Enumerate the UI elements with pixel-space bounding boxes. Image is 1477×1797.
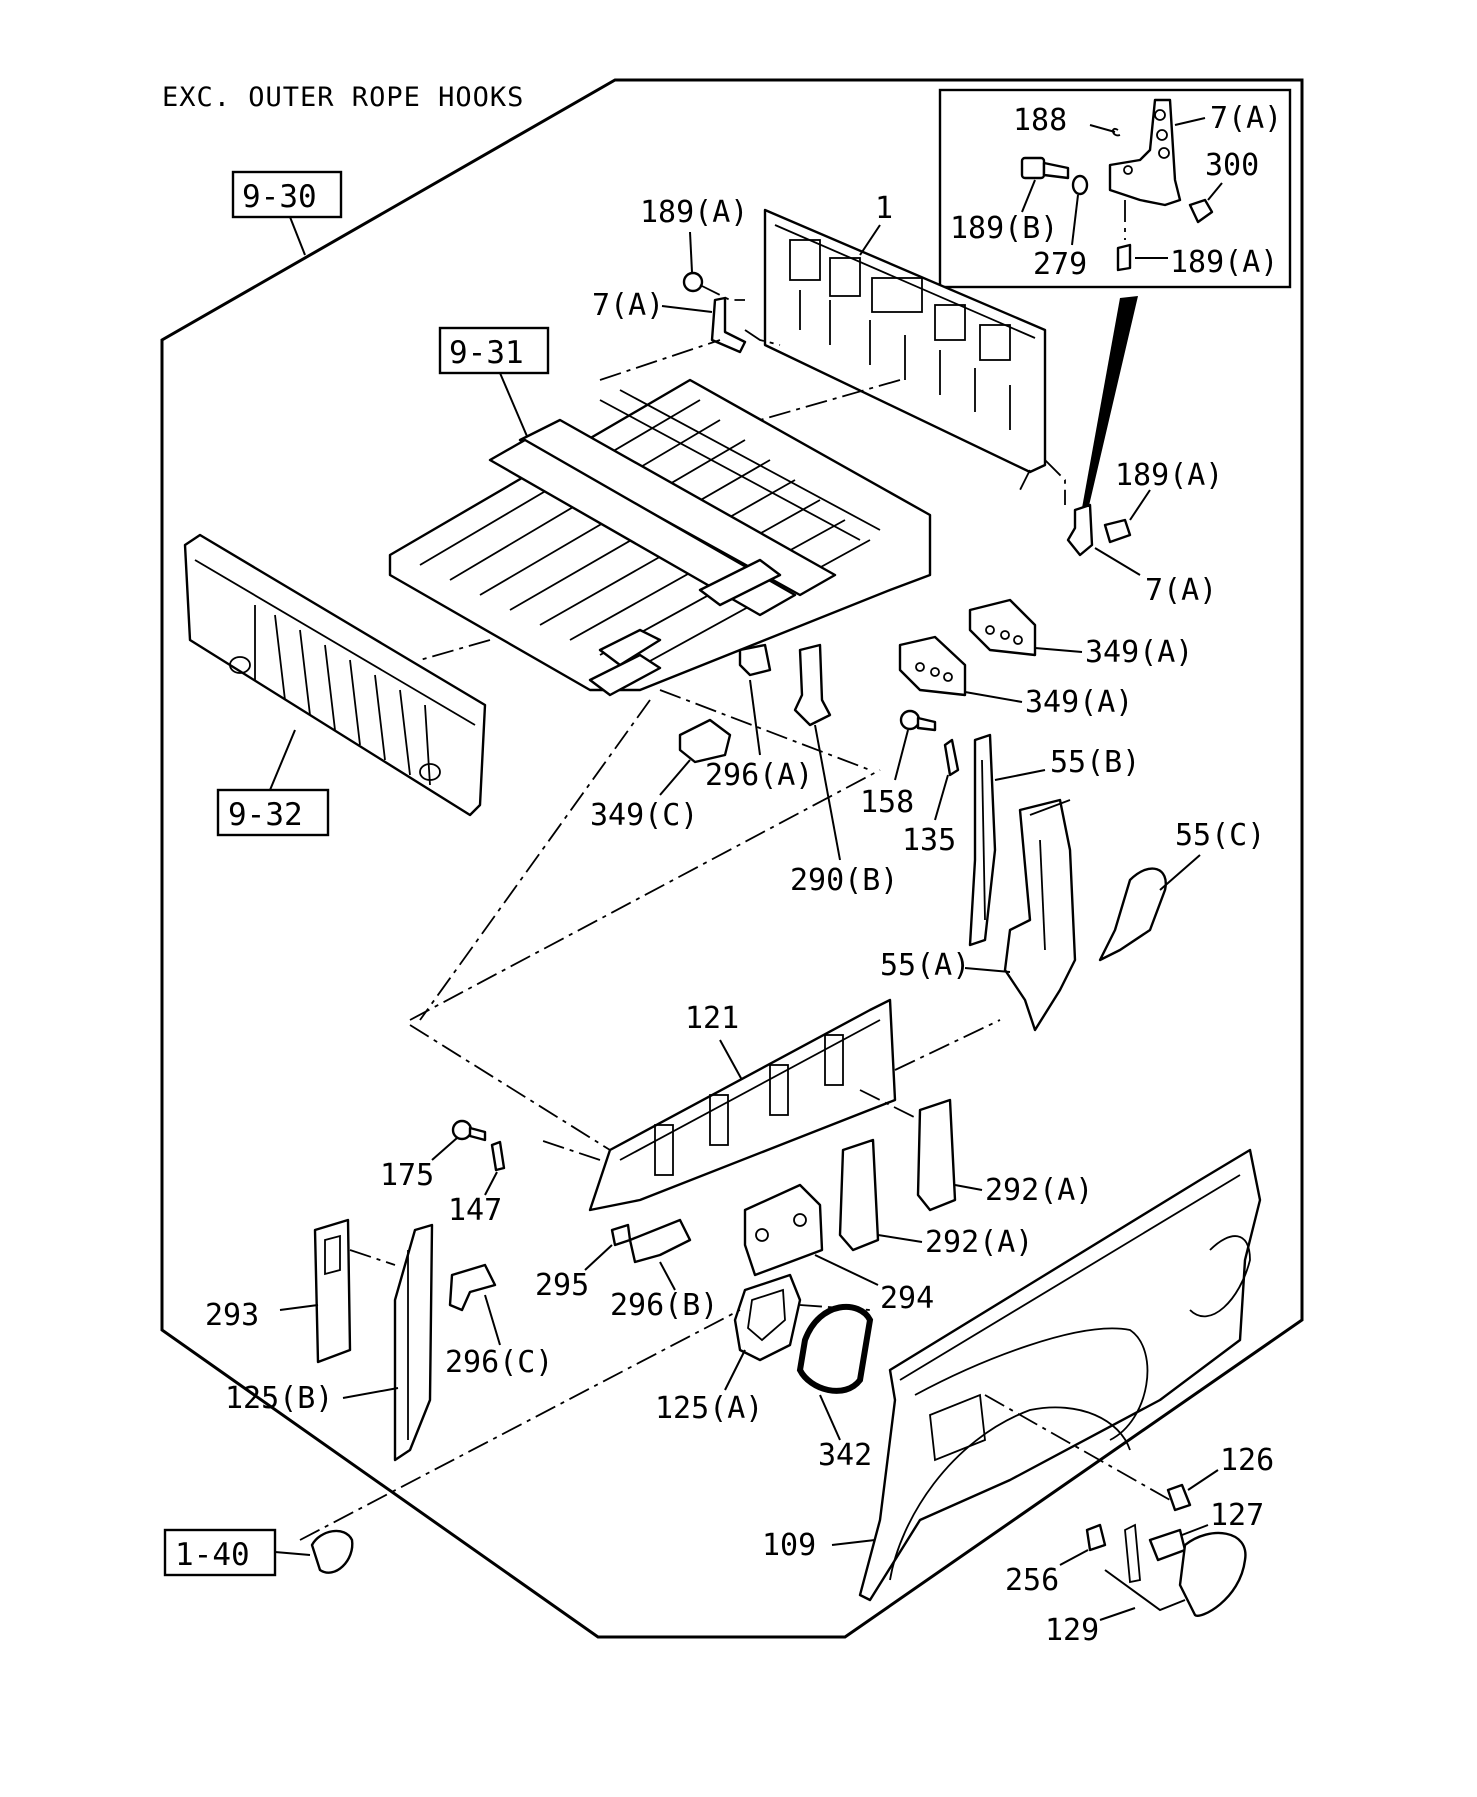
part-295: [610, 1223, 632, 1247]
label-55b: 55(B): [1050, 745, 1140, 780]
inset-pointer: [1082, 296, 1138, 510]
label-256: 256: [1005, 1563, 1059, 1598]
part-bed-floor: [388, 378, 932, 697]
label-189a-right: 189(A): [1115, 458, 1223, 493]
inset-label-7a: 7(A): [1210, 101, 1282, 136]
part-126-bolt: [1166, 1483, 1192, 1512]
part-293: [313, 1218, 352, 1364]
label-349a-2: 349(A): [1025, 685, 1133, 720]
part-125a: [733, 1273, 802, 1362]
label-127: 127: [1210, 1498, 1264, 1533]
part-127-bolt: [1148, 1528, 1187, 1562]
label-121: 121: [685, 1001, 739, 1036]
label-7a-right: 7(A): [1145, 573, 1217, 608]
part-349a-2: [898, 635, 967, 697]
part-342-seal: [796, 1304, 874, 1394]
part-129-lid: [1104, 1523, 1247, 1617]
part-109-outer-panel: [858, 1148, 1262, 1602]
label-125a: 125(A): [655, 1391, 763, 1426]
label-349a-1: 349(A): [1085, 635, 1193, 670]
label-294: 294: [880, 1281, 934, 1316]
part-158-bolt: [899, 709, 937, 732]
part-292a-1: [916, 1098, 957, 1212]
ref-box-9-31: 9-31: [438, 326, 550, 456]
label-296a: 296(A): [705, 758, 813, 793]
ref-box-1-40: 1-40: [163, 1528, 354, 1577]
inset-detail: 188 7(A) 300 189(B) 279 189(A): [938, 88, 1292, 289]
label-55c: 55(C): [1175, 818, 1265, 853]
part-349a-1: [968, 598, 1037, 657]
part-55a: [1003, 798, 1077, 1032]
part-55c: [1098, 867, 1167, 962]
diagram-title: EXC. OUTER ROPE HOOKS: [162, 82, 524, 113]
svg-text:9-32: 9-32: [228, 797, 303, 833]
svg-text:9-30: 9-30: [242, 179, 317, 215]
label-293: 293: [205, 1298, 259, 1333]
part-55b: [968, 733, 997, 947]
part-125b: [393, 1223, 434, 1462]
part-135-clip: [943, 738, 960, 777]
part-292a-2: [838, 1138, 880, 1252]
label-342: 342: [818, 1438, 872, 1473]
svg-text:1-40: 1-40: [175, 1537, 250, 1573]
part-294: [743, 1183, 824, 1277]
part-7a-hinge-left: [682, 271, 781, 354]
part-296c: [448, 1263, 497, 1312]
part-256-clip: [1085, 1523, 1107, 1552]
svg-text:9-31: 9-31: [449, 335, 524, 371]
label-296c: 296(C): [445, 1345, 553, 1380]
part-121-side-panel: [588, 998, 897, 1212]
inset-nut-300: [1188, 198, 1214, 224]
label-126: 126: [1220, 1443, 1274, 1478]
inset-bolt-189a: [1116, 243, 1132, 272]
inset-bracket-7a: [1108, 98, 1182, 207]
label-147: 147: [448, 1193, 502, 1228]
ref-box-9-30: 9-30: [231, 170, 343, 256]
label-349c: 349(C): [590, 798, 698, 833]
label-125b: 125(B): [225, 1381, 333, 1416]
inset-washer-279: [1071, 174, 1089, 196]
inset-label-189b: 189(B): [950, 211, 1058, 246]
label-175: 175: [380, 1158, 434, 1193]
rope-hook-icon: [310, 1529, 354, 1574]
inset-label-300: 300: [1205, 148, 1259, 183]
inset-label-189a: 189(A): [1170, 245, 1278, 280]
label-55a: 55(A): [880, 948, 970, 983]
label-109: 109: [762, 1528, 816, 1563]
diagram-frame: [160, 78, 1304, 1639]
label-295: 295: [535, 1268, 589, 1303]
label-290b: 290(B): [790, 863, 898, 898]
label-189a-top: 189(A): [640, 195, 748, 230]
part-1-tailgate: [763, 208, 1047, 474]
label-1: 1: [875, 191, 893, 226]
part-front-panel: [183, 533, 487, 817]
part-349c: [678, 718, 732, 764]
part-296b: [628, 1218, 692, 1264]
inset-bolt-189b: [1020, 156, 1070, 180]
label-158: 158: [860, 785, 914, 820]
label-296b: 296(B): [610, 1288, 718, 1323]
ref-box-9-32: 9-32: [216, 729, 330, 837]
label-292a-2: 292(A): [925, 1225, 1033, 1260]
label-129: 129: [1045, 1613, 1099, 1648]
inset-label-188: 188: [1013, 103, 1067, 138]
inset-label-279: 279: [1033, 247, 1087, 282]
part-147-clip: [490, 1140, 506, 1172]
label-292a-1: 292(A): [985, 1173, 1093, 1208]
part-7a-hinge-right: [1019, 459, 1132, 557]
part-175-bolt: [451, 1119, 487, 1142]
label-135: 135: [902, 823, 956, 858]
part-290b: [793, 643, 832, 727]
label-7a-left: 7(A): [592, 288, 664, 323]
part-296a: [738, 643, 772, 677]
